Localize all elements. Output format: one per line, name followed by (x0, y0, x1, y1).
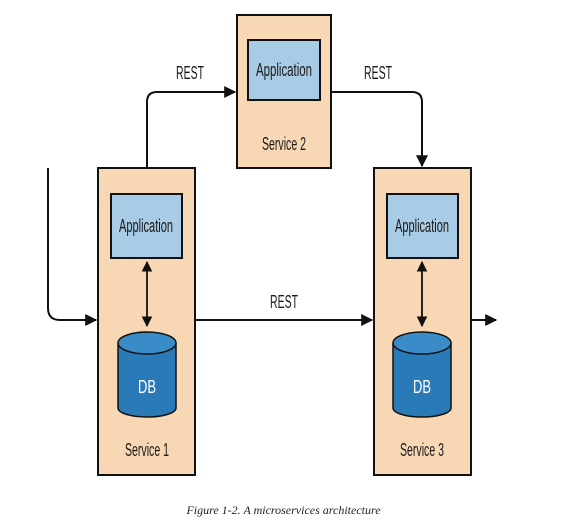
service-3-application-box (386, 193, 459, 259)
service-3: Application DB Service 3 (373, 167, 472, 476)
figure-caption: Figure 1-2. A microservices architecture (186, 503, 381, 517)
rest-label-s1-s3: REST (270, 292, 298, 312)
service-2-application-box (247, 39, 321, 101)
service-2: Application Service 2 (236, 14, 332, 169)
rest-label-s1-s2: REST (176, 63, 204, 83)
service-1-db-label: DB (138, 377, 156, 397)
service-2-application-label: Application (256, 60, 312, 80)
service-1-name: Service 1 (125, 440, 169, 460)
service-1-application-label: Application (119, 216, 173, 236)
service-3-db-icon (392, 331, 452, 418)
service-2-name: Service 2 (262, 134, 306, 154)
service-3-db-label: DB (413, 377, 431, 397)
arrow-service1-to-service2 (146, 86, 237, 168)
service-3-name: Service 3 (400, 440, 444, 460)
service-1-db-icon (117, 331, 177, 418)
service-1: Application DB Service 1 (97, 167, 196, 476)
service-3-application-label: Application (395, 216, 449, 236)
arrow-service2-to-service3 (331, 91, 428, 168)
service-1-application-box (110, 193, 183, 259)
rest-label-s2-s3: REST (364, 63, 392, 83)
incoming-arrow (47, 168, 98, 326)
